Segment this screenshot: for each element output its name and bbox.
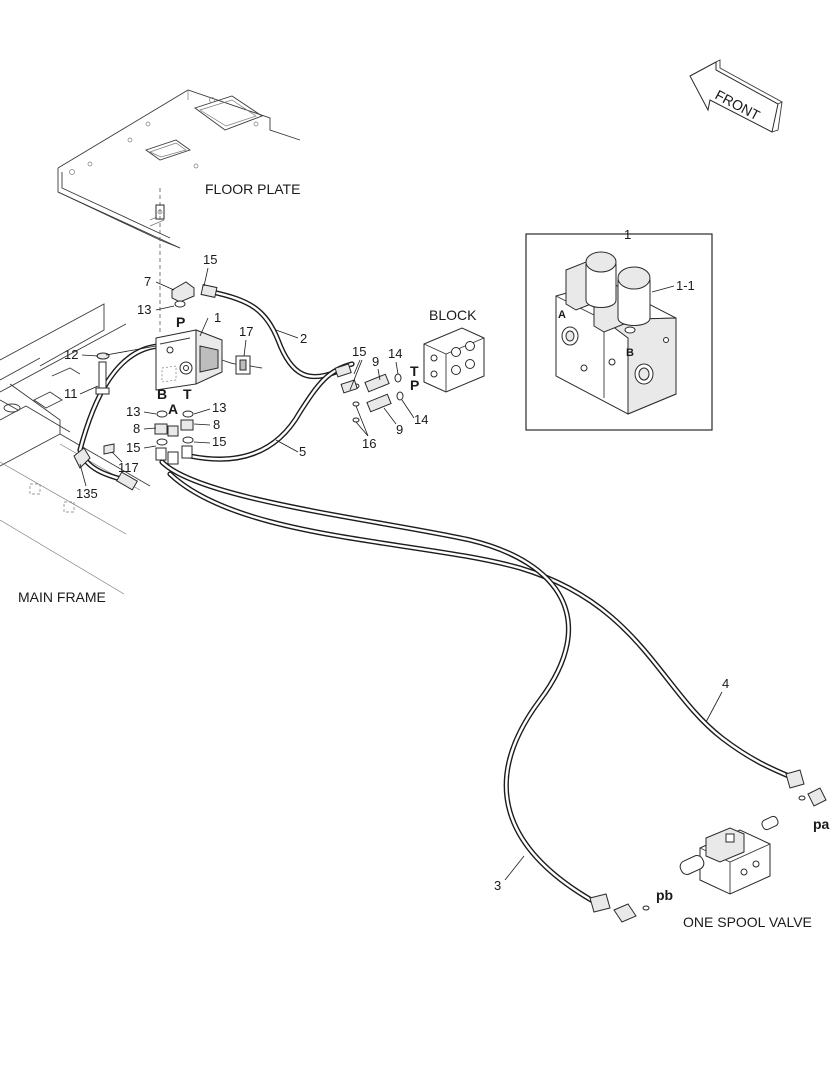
callout-15-left: 15: [126, 440, 140, 455]
block-port-t-label: T: [410, 363, 419, 379]
callout-15-top: 15: [203, 252, 217, 267]
callout-15-block: 15: [352, 344, 366, 359]
callout-135: 135: [76, 486, 98, 501]
solenoid-valve-assembly: [73, 281, 263, 491]
callout-117: 117: [118, 460, 139, 475]
callout-16: 16: [362, 436, 376, 451]
callout-13-left: 13: [126, 404, 140, 419]
port-pb-label: pb: [656, 887, 673, 903]
inset-sub-callout: 1-1: [676, 278, 695, 293]
callout-14-top: 14: [388, 346, 402, 361]
one-spool-valve-label: ONE SPOOL VALVE: [683, 914, 812, 930]
port-a-label: A: [168, 401, 178, 417]
callout-11: 11: [64, 386, 78, 401]
callout-14-bottom: 14: [414, 412, 428, 427]
callout-17: 17: [239, 324, 253, 339]
callout-5: 5: [299, 444, 306, 459]
hose-lines: [77, 289, 801, 908]
main-frame-drawing: [0, 303, 151, 595]
hose-2: [209, 289, 339, 380]
port-t-label: T: [183, 386, 192, 402]
block-label: BLOCK: [429, 307, 477, 323]
callout-7: 7: [144, 274, 151, 289]
block-port-p-label: P: [410, 377, 419, 393]
callout-12: 12: [64, 347, 78, 362]
inset-detail: [525, 233, 713, 431]
floor-plate-label: FLOOR PLATE: [205, 181, 300, 197]
callout-8-left: 8: [133, 421, 140, 436]
inset-port-a-label: A: [558, 309, 566, 321]
leader-lines: [79, 267, 723, 881]
hose-3: [159, 459, 603, 908]
port-p-label: P: [176, 314, 185, 330]
port-fittings: [154, 410, 194, 465]
port-b-label: B: [157, 386, 167, 402]
callout-1: 1: [214, 310, 221, 325]
callout-4: 4: [722, 676, 729, 691]
callout-3: 3: [494, 878, 501, 893]
port-pa-label: pa: [813, 816, 830, 832]
front-direction-arrow: FRONT: [689, 59, 783, 133]
block-drawing: [334, 327, 485, 423]
callout-8-right: 8: [213, 417, 220, 432]
callout-13-right: 13: [212, 400, 226, 415]
callout-9-bottom: 9: [396, 422, 403, 437]
one-spool-valve-drawing: [589, 769, 827, 923]
callout-9-top: 9: [372, 354, 379, 369]
inset-port-b-label: B: [626, 347, 634, 359]
callout-2: 2: [300, 331, 307, 346]
inset-title-callout: 1: [624, 227, 631, 242]
callout-15-right: 15: [212, 434, 226, 449]
floor-plate-drawing: [57, 89, 301, 249]
callout-13-top: 13: [137, 302, 151, 317]
main-frame-label: MAIN FRAME: [18, 589, 106, 605]
